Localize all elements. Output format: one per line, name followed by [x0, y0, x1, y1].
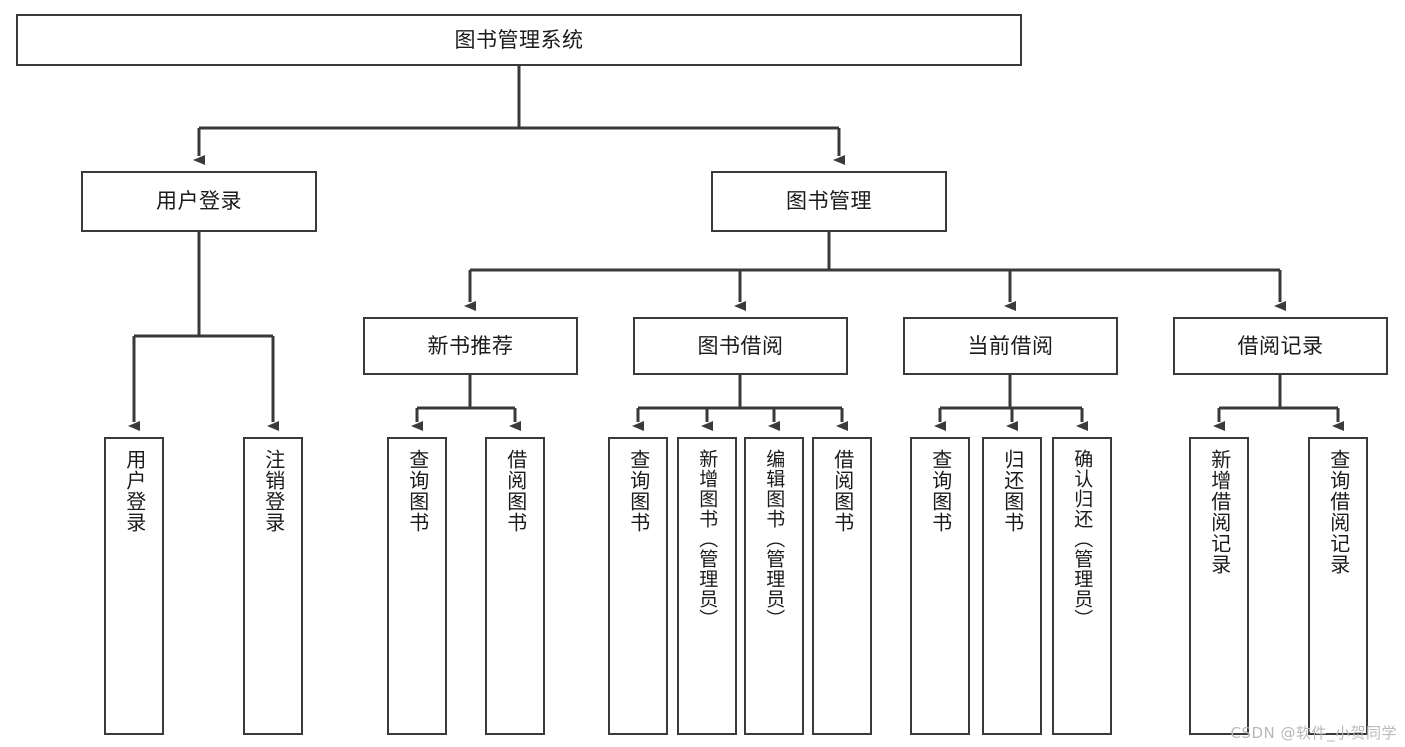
- node-leaf-return-book-label: 归还图书: [1000, 449, 1025, 533]
- node-new-book-recommend-label: 新书推荐: [427, 333, 514, 358]
- node-leaf-borrow-book-2-label: 借阅图书: [830, 449, 855, 533]
- node-leaf-user-login-label: 用户登录: [122, 449, 147, 533]
- node-current-borrow-label: 当前借阅: [967, 333, 1054, 358]
- node-user-login[interactable]: 用户登录: [81, 171, 317, 232]
- node-leaf-query-record[interactable]: 查询借阅记录: [1308, 437, 1368, 735]
- node-borrow-record[interactable]: 借阅记录: [1173, 317, 1388, 375]
- node-leaf-user-logout-label: 注销登录: [261, 449, 286, 533]
- node-user-login-label: 用户登录: [156, 189, 242, 214]
- node-current-borrow[interactable]: 当前借阅: [903, 317, 1118, 375]
- node-leaf-borrow-book-2[interactable]: 借阅图书: [812, 437, 872, 735]
- node-leaf-query-book-3-label: 查询图书: [928, 449, 953, 533]
- node-leaf-add-record[interactable]: 新增借阅记录: [1189, 437, 1249, 735]
- node-root[interactable]: 图书管理系统: [16, 14, 1022, 66]
- node-leaf-query-book-2-label: 查询图书: [626, 449, 651, 533]
- node-book-manage[interactable]: 图书管理: [711, 171, 947, 232]
- edges: [128, 66, 1344, 431]
- node-leaf-add-book[interactable]: 新增图书（管理员）: [677, 437, 737, 735]
- node-leaf-query-book-2[interactable]: 查询图书: [608, 437, 668, 735]
- node-leaf-confirm-return[interactable]: 确认归还（管理员）: [1052, 437, 1112, 735]
- node-leaf-query-book-1[interactable]: 查询图书: [387, 437, 447, 735]
- node-book-borrow-label: 图书借阅: [697, 333, 784, 358]
- node-leaf-add-book-label: 新增图书（管理员）: [696, 449, 719, 629]
- node-leaf-query-book-3[interactable]: 查询图书: [910, 437, 970, 735]
- node-borrow-record-label: 借阅记录: [1237, 333, 1324, 358]
- node-leaf-query-book-1-label: 查询图书: [405, 449, 430, 533]
- node-leaf-borrow-book-1[interactable]: 借阅图书: [485, 437, 545, 735]
- node-new-book-recommend[interactable]: 新书推荐: [363, 317, 578, 375]
- node-leaf-confirm-return-label: 确认归还（管理员）: [1071, 449, 1094, 629]
- node-leaf-add-record-label: 新增借阅记录: [1207, 449, 1232, 575]
- node-leaf-query-record-label: 查询借阅记录: [1326, 449, 1351, 575]
- node-leaf-user-login[interactable]: 用户登录: [104, 437, 164, 735]
- node-leaf-return-book[interactable]: 归还图书: [982, 437, 1042, 735]
- node-root-label: 图书管理系统: [454, 27, 584, 52]
- node-book-manage-label: 图书管理: [786, 189, 872, 214]
- node-leaf-user-logout[interactable]: 注销登录: [243, 437, 303, 735]
- node-leaf-edit-book-label: 编辑图书（管理员）: [763, 449, 786, 629]
- node-book-borrow[interactable]: 图书借阅: [633, 317, 848, 375]
- node-leaf-borrow-book-1-label: 借阅图书: [503, 449, 528, 533]
- node-leaf-edit-book[interactable]: 编辑图书（管理员）: [744, 437, 804, 735]
